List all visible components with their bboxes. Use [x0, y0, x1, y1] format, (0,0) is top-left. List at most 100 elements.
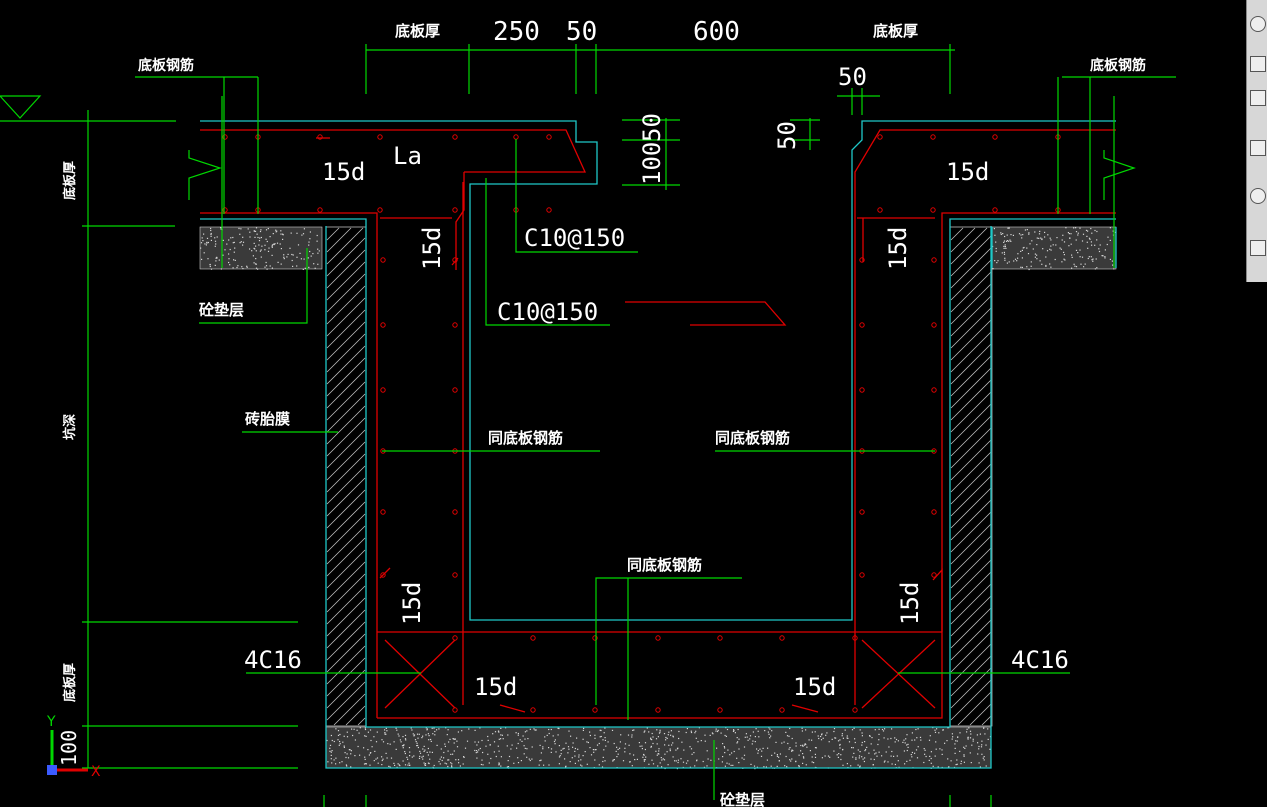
- speckle: [271, 244, 274, 246]
- box-icon[interactable]: [1250, 90, 1266, 106]
- speckle: [404, 764, 407, 766]
- speckle: [1071, 256, 1073, 258]
- speckle: [802, 762, 804, 764]
- speckle: [670, 730, 672, 732]
- speckle: [982, 757, 984, 759]
- speckle: [884, 728, 886, 730]
- speckle: [878, 733, 880, 735]
- speckle: [386, 730, 388, 732]
- speckle: [833, 730, 835, 733]
- speckle: [847, 737, 849, 739]
- speckle: [691, 753, 693, 755]
- speckle: [970, 733, 972, 735]
- speckle: [376, 731, 378, 733]
- speckle: [696, 759, 698, 761]
- speckle: [983, 759, 985, 761]
- speckle: [863, 760, 865, 763]
- speckle: [317, 248, 319, 250]
- rebar-dot: [452, 572, 458, 578]
- orbit-icon[interactable]: [1250, 188, 1266, 204]
- speckle: [967, 737, 969, 739]
- dim-50-top: 50: [566, 17, 597, 47]
- speckle: [864, 757, 866, 759]
- speckle: [412, 733, 414, 735]
- speckle: [629, 761, 631, 763]
- speckle: [466, 740, 469, 742]
- 3d-view-icon[interactable]: [1250, 56, 1266, 72]
- speckle: [240, 241, 242, 243]
- speckle: [202, 240, 204, 242]
- speckle: [204, 243, 206, 245]
- speckle: [1020, 234, 1022, 236]
- speckle: [519, 739, 521, 741]
- speckle: [911, 756, 913, 758]
- speckle: [672, 736, 674, 738]
- speckle: [1079, 227, 1081, 229]
- speckle: [992, 268, 994, 270]
- speckle: [917, 728, 919, 730]
- properties-icon[interactable]: [1250, 240, 1266, 256]
- rebar-dot: [592, 707, 598, 713]
- speckle: [346, 736, 349, 738]
- speckle: [661, 766, 663, 768]
- speckle: [384, 729, 386, 731]
- speckle: [1003, 253, 1006, 255]
- speckle: [851, 729, 854, 731]
- speckle: [1096, 239, 1098, 241]
- speckle: [424, 763, 427, 765]
- speckle: [978, 762, 980, 764]
- speckle: [896, 755, 898, 757]
- label-c10-2: C10@150: [497, 298, 598, 326]
- rebar-dot: [717, 635, 723, 641]
- speckle: [1067, 232, 1069, 234]
- speckle: [924, 753, 926, 755]
- speckle: [934, 731, 937, 733]
- speckle: [1022, 247, 1024, 249]
- speckle: [524, 747, 526, 749]
- speckle: [399, 765, 401, 767]
- speckle: [417, 744, 419, 747]
- speckle: [255, 245, 257, 247]
- speckle: [791, 737, 793, 740]
- speckle: [374, 750, 376, 752]
- speckle: [1036, 244, 1038, 246]
- speckle: [316, 240, 318, 242]
- speckle: [726, 762, 728, 764]
- speckle: [783, 741, 785, 743]
- cube-icon[interactable]: [1250, 140, 1266, 156]
- speckle: [1021, 249, 1023, 251]
- speckle: [666, 751, 668, 753]
- speckle: [482, 764, 484, 766]
- speckle: [644, 742, 647, 744]
- speckle: [228, 261, 230, 264]
- speckle: [450, 762, 452, 764]
- speckle: [565, 742, 567, 744]
- speckle: [220, 228, 222, 230]
- speckle: [890, 755, 892, 757]
- label-slab-rebar-right: 底板钢筋: [1090, 57, 1146, 74]
- speckle: [657, 753, 659, 755]
- speckle: [1001, 252, 1003, 254]
- speckle: [752, 740, 754, 742]
- zoom-icon[interactable]: [1250, 16, 1266, 32]
- speckle: [253, 230, 255, 232]
- speckle: [1112, 264, 1114, 266]
- speckle: [768, 733, 770, 735]
- speckle: [434, 734, 436, 736]
- speckle: [594, 734, 596, 736]
- speckle: [914, 739, 916, 741]
- speckle: [1013, 260, 1015, 262]
- speckle: [697, 741, 699, 743]
- speckle: [539, 744, 541, 746]
- speckle: [963, 755, 965, 757]
- speckle: [695, 730, 697, 732]
- speckle: [839, 743, 841, 746]
- speckle: [1102, 255, 1104, 257]
- hatch-line: [950, 607, 992, 649]
- speckle: [710, 759, 712, 761]
- hatch-line: [950, 487, 992, 529]
- speckle: [613, 742, 615, 745]
- speckle: [1039, 230, 1041, 232]
- speckle: [602, 739, 604, 741]
